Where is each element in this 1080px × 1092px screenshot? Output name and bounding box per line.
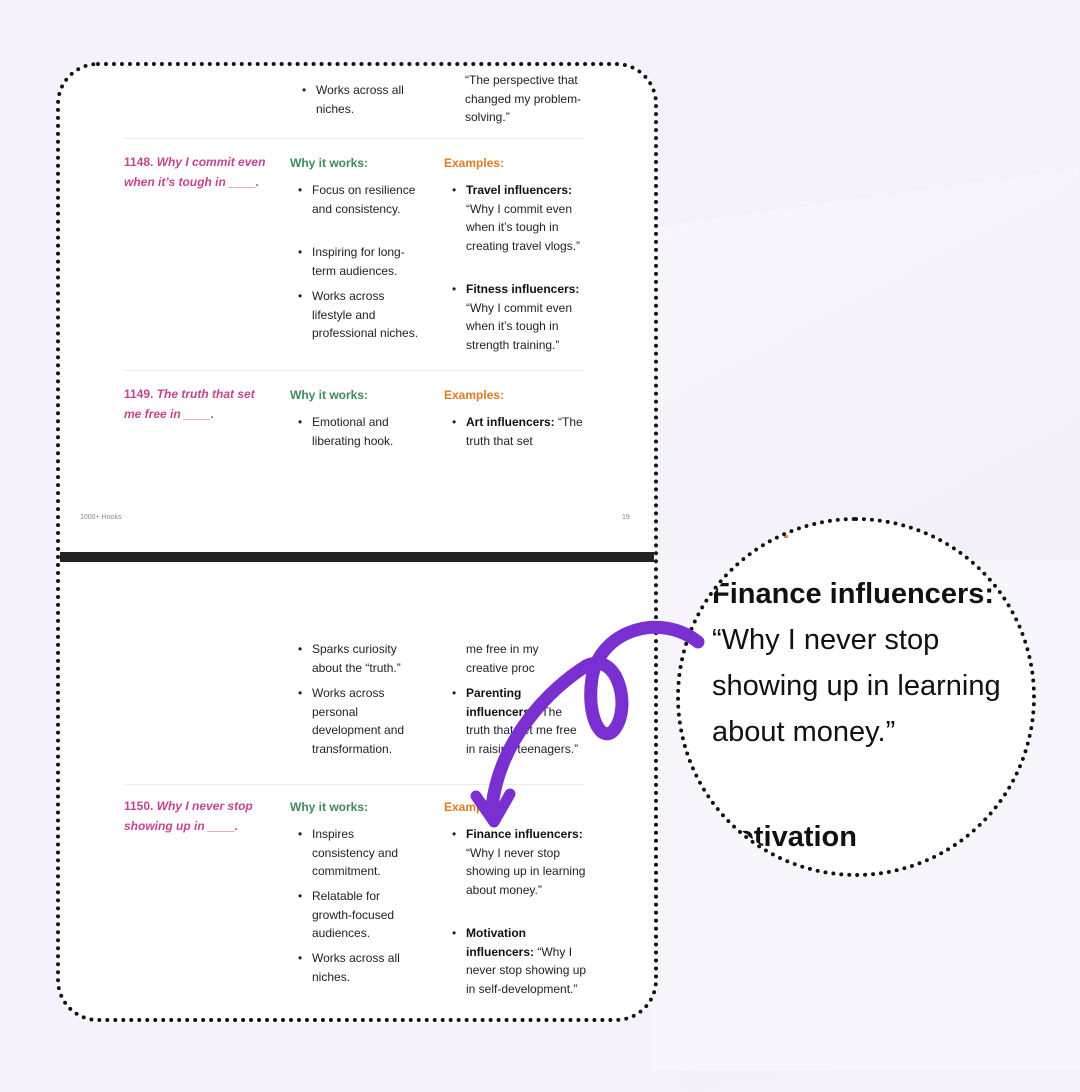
row-divider	[124, 784, 584, 785]
examples-label: Examples:	[444, 800, 505, 814]
why-bullet: Emotional and liberating hook.	[298, 413, 420, 450]
example-bullet: Parenting influencers: “The truth that s…	[452, 684, 588, 758]
example-bullet: Motivation influencers: “Why I never sto…	[452, 924, 588, 998]
row-divider	[124, 138, 584, 139]
why-bullet: Relatable for growth-focused audiences.	[298, 887, 420, 943]
zoom-next-label: Motivation	[712, 821, 857, 853]
why-bullet: Sparks curiosity about the “truth.”	[298, 640, 420, 677]
example-bullet: Travel influencers: “Why I commit even w…	[452, 181, 588, 255]
page-number: 19	[622, 514, 630, 521]
examples-label: Examples:	[444, 156, 505, 170]
example-bullet: Finance influencers: “Why I never stop s…	[452, 825, 588, 899]
hook-title-1148: 1148. Why I commit even when it’s tough …	[124, 155, 266, 189]
document-page-20: Sparks curiosity about the “truth.” Work…	[60, 562, 654, 1018]
why-label: Why it works:	[290, 388, 369, 402]
example-continued: me free in my creative proc	[466, 642, 539, 675]
example-bullet: Art influencers: “The truth that set	[452, 413, 588, 450]
row-divider	[124, 370, 584, 371]
why-bullet: Inspiring for long-term audiences.	[298, 243, 420, 280]
why-bullet-cutoff: Works across all niches.	[302, 81, 438, 118]
page-footer-title: 1000+ Hooks	[80, 514, 122, 521]
zoom-heading-fragment: es:	[750, 517, 791, 544]
why-bullet: Works across personal development and tr…	[298, 684, 420, 758]
example-bullet: Fitness influencers: “Why I commit even …	[452, 280, 588, 354]
document-page-19: Works across all niches. “The perspectiv…	[60, 66, 654, 552]
why-bullet: Focus on resilience and consistency.	[298, 181, 420, 218]
page-divider	[60, 552, 654, 562]
example-cutoff: “The perspective that changed my problem…	[465, 73, 582, 124]
why-bullet: Works across all niches.	[298, 949, 420, 986]
zoom-example-text: Finance influencers: “Why I never stop s…	[712, 578, 1001, 748]
why-label: Why it works:	[290, 156, 369, 170]
magnifier-callout: es: Finance influencers: “Why I never st…	[676, 517, 1036, 877]
hook-title-1149: 1149. The truth that set me free in ____…	[124, 387, 255, 421]
document-preview-frame: Works across all niches. “The perspectiv…	[56, 62, 658, 1022]
examples-label: Examples:	[444, 388, 505, 402]
hook-title-1150: 1150. Why I never stop showing up in ___…	[124, 799, 253, 833]
why-bullet: Works across lifestyle and professional …	[298, 287, 420, 343]
why-bullet: Inspires consistency and commitment.	[298, 825, 420, 881]
why-label: Why it works:	[290, 800, 369, 814]
